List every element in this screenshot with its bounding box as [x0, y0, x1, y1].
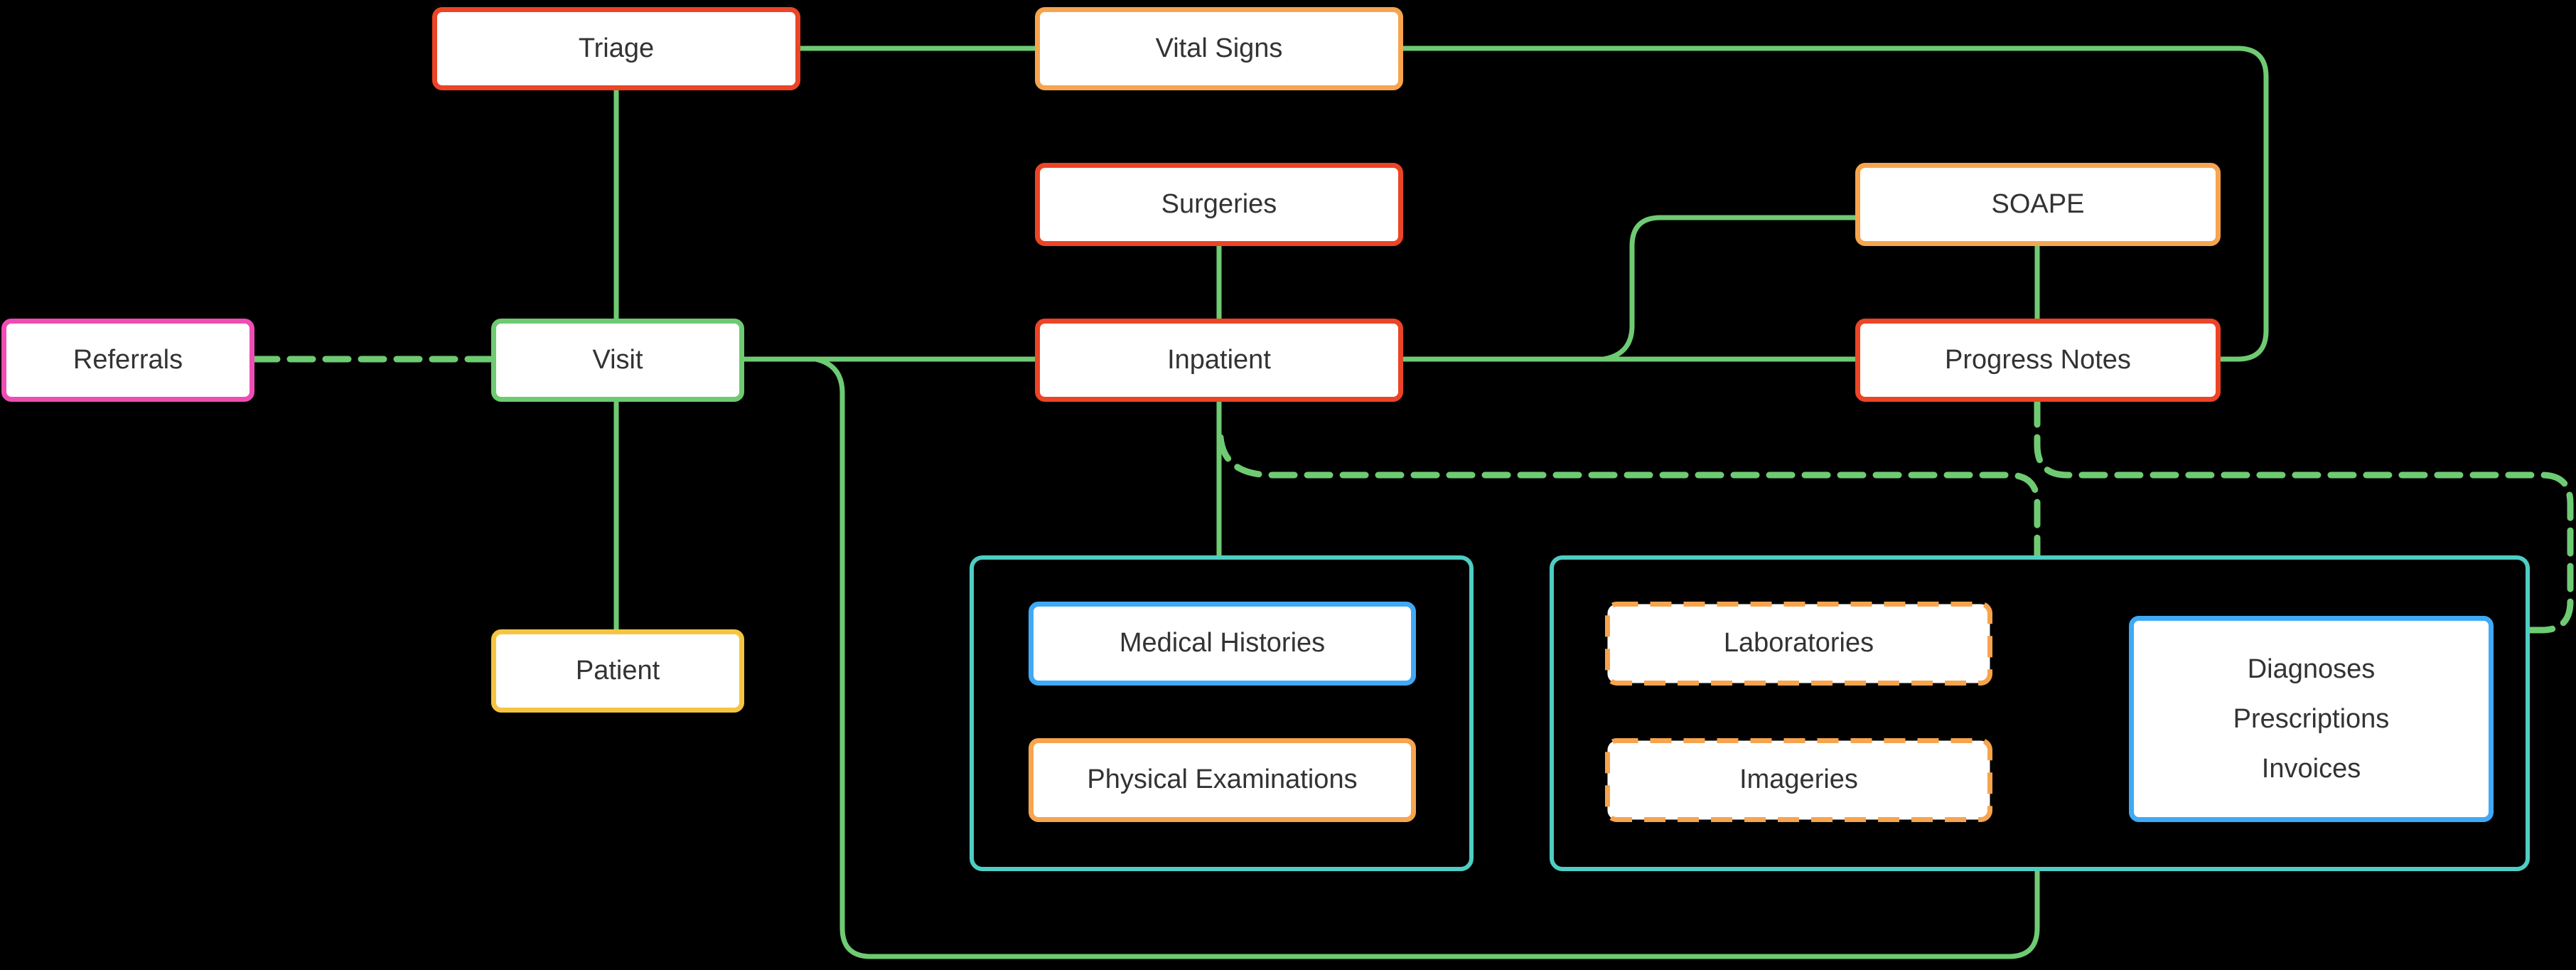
node-triage-label: Triage [578, 33, 655, 63]
node-soape: SOAPE [1855, 163, 2221, 246]
node-vital-signs: Vital Signs [1035, 7, 1403, 90]
node-medical-histories: Medical Histories [1029, 602, 1416, 686]
node-inpatient: Inpatient [1035, 319, 1403, 402]
node-laboratories-label: Laboratories [1723, 628, 1874, 659]
edge-inpatient-soape [1601, 215, 1858, 362]
node-physical-examinations: Physical Examinations [1029, 738, 1416, 822]
edge-visit-records-group [812, 356, 2040, 959]
edge-progress-notes-records-group [2034, 398, 2574, 634]
node-imageries: Imageries [1605, 738, 1992, 822]
node-surgeries-label: Surgeries [1161, 188, 1277, 219]
node-medical-histories-label: Medical Histories [1119, 628, 1326, 659]
laboratories-dashed-frame [1605, 602, 1992, 686]
node-referrals: Referrals [1, 319, 254, 402]
node-patient: Patient [491, 629, 744, 713]
node-patient-label: Patient [575, 655, 660, 686]
node-physical-examinations-label: Physical Examinations [1087, 764, 1358, 795]
node-invoices-line: Invoices [2261, 754, 2361, 784]
node-soape-label: SOAPE [1991, 188, 2085, 219]
node-laboratories: Laboratories [1605, 602, 1992, 686]
node-referrals-label: Referrals [73, 344, 183, 375]
node-visit: Visit [491, 319, 744, 402]
group-records [1550, 555, 2530, 871]
node-triage: Triage [432, 7, 800, 90]
node-progress-notes-label: Progress Notes [1945, 344, 2131, 375]
node-diagnoses-prescriptions-invoices: Diagnoses Prescriptions Invoices [2129, 616, 2494, 822]
node-imageries-label: Imageries [1739, 764, 1858, 795]
node-prescriptions-line: Prescriptions [2233, 703, 2390, 734]
node-inpatient-label: Inpatient [1167, 344, 1271, 375]
edge-vital-signs-progress-notes [1400, 46, 2269, 362]
edge-inpatient-records-group [1217, 434, 2041, 559]
node-visit-label: Visit [592, 344, 643, 375]
imageries-dashed-frame [1605, 738, 1992, 822]
node-vital-signs-label: Vital Signs [1155, 33, 1283, 63]
node-surgeries: Surgeries [1035, 163, 1403, 246]
node-progress-notes: Progress Notes [1855, 319, 2221, 402]
node-diagnoses-line: Diagnoses [2247, 654, 2376, 684]
group-examinations [970, 555, 1474, 871]
